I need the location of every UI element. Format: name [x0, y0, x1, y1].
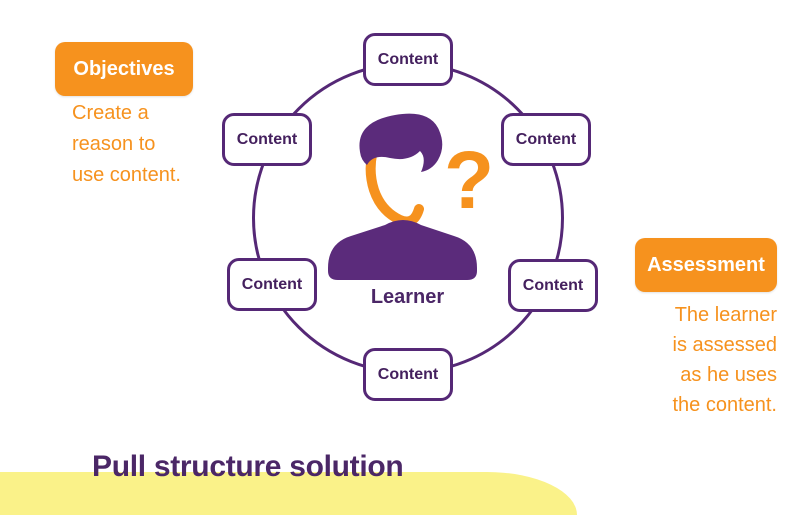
assessment-caption-line: as he uses — [680, 364, 777, 386]
learner-jaw-swoosh — [365, 133, 424, 227]
objectives-caption-line: use content. — [72, 164, 181, 186]
content-node-label: Content — [522, 276, 584, 294]
learner-icon: ? — [328, 113, 494, 280]
content-node-upper-left: Content — [222, 113, 312, 166]
learner-label: Learner — [370, 286, 445, 308]
assessment-badge-label: Assessment — [647, 253, 765, 276]
objectives-caption: Create a reason to use content. — [72, 98, 181, 191]
content-node-lower-left: Content — [227, 258, 317, 311]
question-mark-icon: ? — [444, 135, 494, 226]
assessment-badge: Assessment — [635, 238, 777, 292]
content-node-label: Content — [377, 365, 439, 383]
assessment-caption-line: the content. — [672, 394, 777, 416]
objectives-caption-line: Create a — [72, 102, 149, 124]
assessment-caption: The learner is assessed as he uses the c… — [672, 300, 777, 420]
content-node-upper-right: Content — [501, 113, 591, 166]
learner-hair — [359, 113, 443, 172]
assessment-caption-line: is assessed — [672, 334, 778, 356]
content-node-lower-right: Content — [508, 259, 598, 312]
content-node-top: Content — [363, 33, 453, 86]
objectives-caption-line: reason to — [72, 133, 156, 155]
content-node-bottom: Content — [363, 348, 453, 401]
content-node-label: Content — [236, 130, 298, 148]
learner-torso — [328, 220, 477, 280]
assessment-caption-line: The learner — [674, 304, 777, 326]
content-node-label: Content — [241, 275, 303, 293]
yellow-band — [0, 472, 577, 515]
content-node-label: Content — [377, 50, 439, 68]
page-title: Pull structure solution — [92, 450, 404, 483]
objectives-badge: Objectives — [55, 42, 193, 96]
objectives-badge-label: Objectives — [73, 57, 175, 80]
content-node-label: Content — [515, 130, 577, 148]
